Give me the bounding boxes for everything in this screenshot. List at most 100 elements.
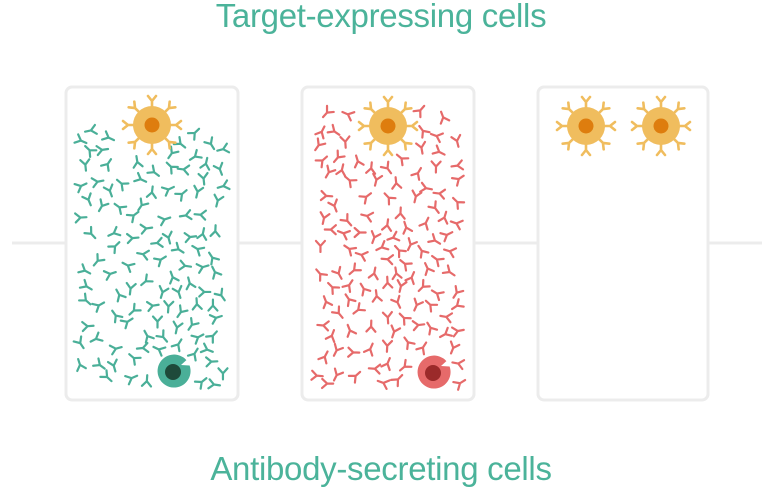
antibody-icon xyxy=(450,326,465,338)
antibody-icon xyxy=(74,212,88,224)
antibody-icon xyxy=(133,171,148,183)
target-cell-icon xyxy=(630,95,692,157)
antibody-icon xyxy=(316,320,330,332)
antibody-icon xyxy=(187,317,200,331)
antibody-icon xyxy=(395,153,410,167)
antibody-icon xyxy=(323,224,337,236)
antibody-icon xyxy=(207,378,222,390)
antibody-icon xyxy=(371,289,383,303)
antibody-cloud-red xyxy=(310,104,467,391)
antibody-icon xyxy=(394,206,406,220)
antibody-icon xyxy=(190,333,205,345)
antibody-icon xyxy=(178,209,193,221)
antibody-icon xyxy=(343,175,358,189)
antibody-icon xyxy=(169,270,180,285)
antibody-icon xyxy=(176,164,191,176)
antibody-icon xyxy=(153,255,167,268)
antibody-icon xyxy=(441,264,456,277)
antibody-icon xyxy=(383,192,397,206)
antibody-icon xyxy=(198,286,212,298)
antibody-icon xyxy=(73,133,88,145)
antibody-icon xyxy=(128,302,142,316)
antibody-icon xyxy=(186,127,201,141)
antibody-icon xyxy=(382,275,394,290)
antibody-icon xyxy=(419,181,433,193)
secreting-cell-teal-icon xyxy=(157,354,191,388)
antibody-icon xyxy=(321,104,335,119)
antibody-icon xyxy=(346,323,358,338)
antibody-icon xyxy=(111,309,124,324)
antibody-icon xyxy=(403,336,416,351)
antibody-icon xyxy=(365,319,377,333)
secreting-cells xyxy=(157,354,451,389)
antibody-icon xyxy=(450,159,465,171)
antibody-icon xyxy=(152,345,167,357)
antibody-icon xyxy=(354,251,369,262)
antibody-icon xyxy=(332,342,345,357)
antibody-icon xyxy=(137,197,150,212)
antibody-icon xyxy=(330,305,344,319)
antibody-icon xyxy=(411,320,426,332)
antibody-icon xyxy=(78,278,93,291)
antibody-icon xyxy=(107,241,121,255)
antibody-icon xyxy=(331,265,343,280)
panel-red xyxy=(300,85,476,402)
antibody-icon xyxy=(427,200,440,214)
antibody-icon xyxy=(411,189,423,204)
antibody-icon xyxy=(167,145,180,160)
antibody-icon xyxy=(83,225,97,240)
antibody-icon xyxy=(208,251,221,266)
antibody-icon xyxy=(205,330,218,344)
antibody-icon xyxy=(431,254,445,268)
antibody-icon xyxy=(343,244,358,257)
antibody-icon xyxy=(415,140,427,155)
antibody-icon xyxy=(113,202,128,216)
antibody-icon xyxy=(365,161,377,175)
antibody-icon xyxy=(209,224,221,238)
antibody-icon xyxy=(321,377,335,390)
antibody-icon xyxy=(90,177,105,189)
antibody-icon xyxy=(76,357,87,373)
antibody-icon xyxy=(126,232,140,245)
antibody-icon xyxy=(183,232,198,244)
antibody-icon xyxy=(432,188,447,200)
antibody-icon xyxy=(101,130,116,142)
antibody-icon xyxy=(185,276,197,291)
target-cells xyxy=(121,94,692,157)
antibody-icon xyxy=(193,209,208,221)
antibody-icon xyxy=(398,312,412,326)
antibody-icon xyxy=(443,247,458,259)
antibody-icon xyxy=(427,233,442,245)
antibody-icon xyxy=(417,244,430,259)
antibody-icon xyxy=(335,163,347,178)
antibody-icon xyxy=(178,259,193,271)
antibody-icon xyxy=(429,132,444,144)
antibody-icon xyxy=(170,241,185,254)
antibody-icon xyxy=(344,293,357,308)
antibody-icon xyxy=(430,289,445,302)
antibody-icon xyxy=(217,367,229,381)
antibody-icon xyxy=(125,210,140,224)
antibody-icon xyxy=(100,158,113,172)
antibody-icon xyxy=(393,244,407,259)
antibody-icon xyxy=(319,211,331,226)
antibody-icon xyxy=(119,317,134,330)
antibody-icon xyxy=(91,301,106,313)
target-cell-icon xyxy=(555,95,617,157)
antibody-icon xyxy=(348,262,362,276)
antibody-icon xyxy=(97,198,110,213)
antibody-icon xyxy=(450,298,465,311)
antibody-icon xyxy=(358,192,373,205)
antibody-icon xyxy=(449,219,464,231)
antibody-icon xyxy=(79,158,91,172)
antibody-icon xyxy=(376,379,391,390)
antibody-icon xyxy=(352,302,367,315)
antibody-icon xyxy=(450,174,465,187)
antibody-icon xyxy=(415,341,428,356)
antibody-icon xyxy=(216,142,231,154)
antibody-icon xyxy=(207,298,219,312)
antibody-icon xyxy=(174,189,188,202)
antibody-icon xyxy=(77,263,92,275)
antibody-icon xyxy=(140,273,154,287)
